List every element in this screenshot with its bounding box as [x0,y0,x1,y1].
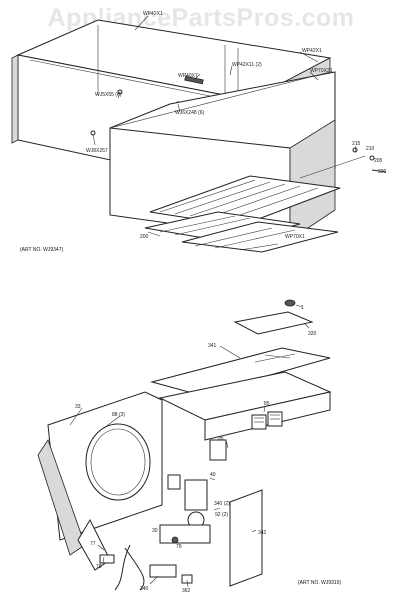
art-number-top: (ART NO. WJ9347) [20,247,63,253]
callout-wj5x55: WJ5X55 (6) [95,92,122,98]
callout-wj6x248: WJ6X248 (6) [175,110,205,116]
switch-parts [99,544,193,591]
bottom-leaders [69,304,310,588]
top-leaders [92,15,366,251]
fan-shroud [37,391,163,571]
callout-33: 33 [75,404,81,410]
callout-205: 205 [374,158,383,164]
callout-320: 320 [308,331,317,337]
top-panel-341 [150,347,331,396]
control-panel [229,489,263,587]
callout-wp42x1-right: WP42X1 [302,48,322,54]
coil-block-85 [251,411,283,430]
bottom-grille [144,211,339,253]
callout-220: 220 [378,169,387,175]
clip-220 [371,169,387,173]
callout-wp42x11: WP42X11 (2) [232,62,262,68]
callout-340b: 340 [140,586,149,592]
motor-assembly [159,439,227,544]
callout-342: 342 [258,530,267,536]
callout-215: 215 [352,141,361,147]
bottom-assembly: 1 320 341 33 88 (3) 85 95 40 340 (2) 342… [37,299,341,594]
art-number-bottom: (ART NO. WJ9315) [298,580,341,586]
callout-88: 88 (3) [112,412,125,418]
callout-85: 85 [264,401,270,407]
callout-200: 200 [140,234,149,240]
cap-part-1 [284,299,296,307]
callout-79: 79 [176,544,182,550]
callout-92: 92 (2) [215,512,228,518]
callout-362: 362 [182,588,191,594]
callout-wp70x1: WP70X1 [285,234,305,240]
callout-wj8x257: WJ8X257 [86,148,108,154]
top-assembly: WP42X1 WP42X1 WP70X21 WP40X7 WP42X11 (2)… [11,11,387,253]
callout-210: 210 [366,146,375,152]
callout-wp70x21: WP70X21 [310,68,333,74]
callout-1: 1 [301,305,304,311]
callout-wp40x7: WP40X7 [178,73,198,79]
callout-40: 40 [210,472,216,478]
callout-340: 340 (2) [214,501,230,507]
cover-plate-320 [233,311,314,335]
screw-205 [369,155,375,161]
callout-341: 341 [208,343,217,349]
callout-95: 95 [218,436,224,442]
callout-wp42x1-top: WP42X1 [143,11,163,17]
callout-77: 77 [90,541,96,547]
callout-30: 30 [152,528,158,534]
callout-78: 78 [96,564,102,570]
